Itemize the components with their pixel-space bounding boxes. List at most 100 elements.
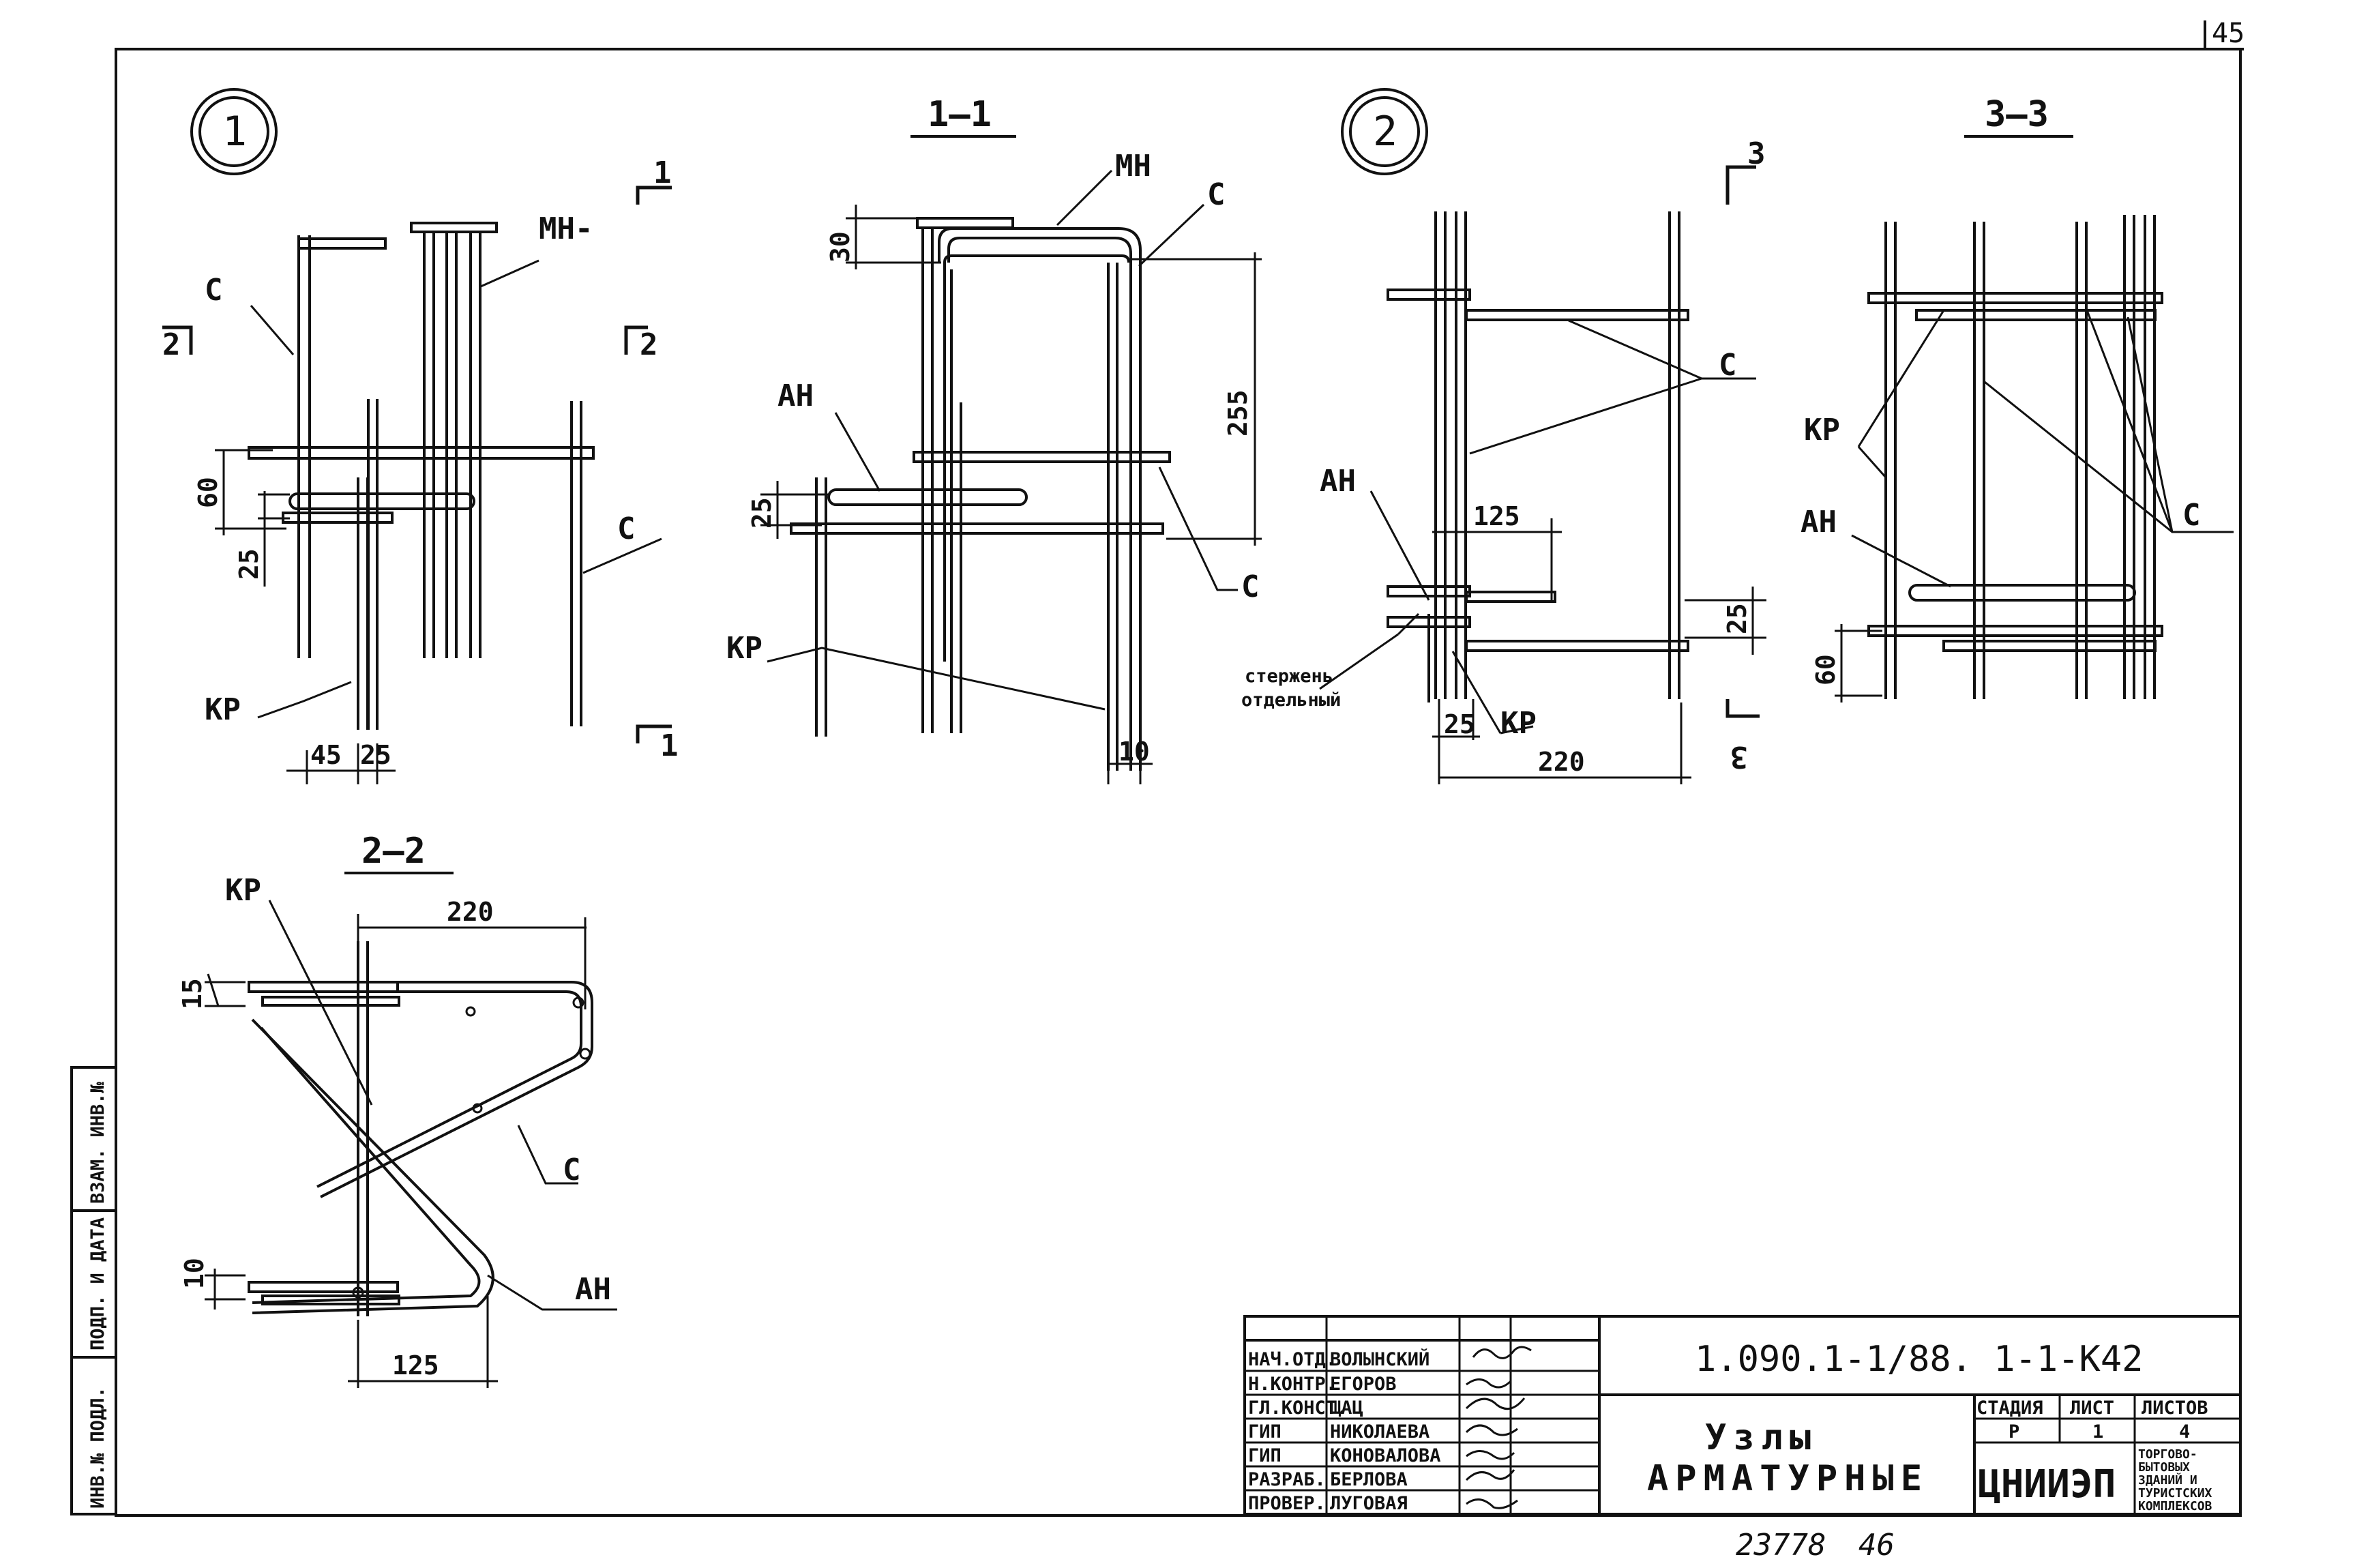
section-3-3-label-an: АН <box>1801 505 1837 539</box>
section-1-1-label-s-top: С <box>1207 177 1226 212</box>
section-3-3-label-s: С <box>2182 498 2201 533</box>
side-stamp <box>70 1066 117 1515</box>
section-2-2-bars <box>248 941 593 1316</box>
node-2-label-an: АН <box>1320 464 1356 499</box>
archive-suffix: 46 <box>1858 1528 1895 1563</box>
org-name-2: ЗДАНИЙ И <box>2138 1473 2197 1488</box>
org-logo: ЦНИИЭП <box>1978 1462 2116 1507</box>
section-1-1-dim-30: 30 <box>825 231 855 263</box>
section-2-2-dim-15: 15 <box>177 978 207 1009</box>
section-1-1-dim-255: 255 <box>1223 389 1253 437</box>
drawing-title-line-2: АРМАТУРНЫЕ <box>1647 1458 1929 1499</box>
tb-role-2: ГЛ.КОНСТ. <box>1248 1397 1348 1419</box>
section-1-1-dim-25: 25 <box>747 497 777 529</box>
tb-role-4: ГИП <box>1248 1445 1282 1466</box>
section-2-2-label-kr: КР <box>225 873 261 908</box>
node-2-dim-220: 220 <box>1538 747 1585 777</box>
node-1-cut-a: 1 <box>653 156 672 190</box>
sheets-value: 4 <box>2179 1421 2190 1443</box>
sheets-header: ЛИСТОВ <box>2142 1397 2208 1419</box>
tb-name-0: ВОЛЫНСКИЙ <box>1330 1348 1430 1370</box>
section-1-1-label-s-mid: С <box>1241 569 1260 604</box>
tb-role-3: ГИП <box>1248 1421 1282 1443</box>
node-1: 1 <box>162 88 679 784</box>
node-2-label-rod-2: отдельный <box>1241 690 1341 711</box>
side-stamp-replace: ВЗАМ. ИНВ.№ <box>87 1081 108 1204</box>
section-3-3-dimensions <box>1835 310 2234 702</box>
page-number: 45 <box>2212 18 2245 49</box>
side-stamp-signature: ПОДП. И ДАТА <box>87 1217 108 1350</box>
side-stamp-inventory: ИНВ.№ ПОДЛ. <box>87 1387 108 1509</box>
section-2-2-title: 2–2 <box>361 831 426 872</box>
tb-name-1: ЕГОРОВ <box>1330 1374 1397 1395</box>
sheet-frame <box>115 20 2244 1517</box>
node-1-dimensions <box>215 259 662 784</box>
tb-role-1: Н.КОНТР. <box>1248 1374 1337 1395</box>
org-name-0: ТОРГОВО- <box>2138 1447 2197 1462</box>
section-1-1-label-kr: КР <box>726 631 762 666</box>
section-1-1-title: 1–1 <box>928 94 992 135</box>
node-2-circle <box>1341 88 1428 175</box>
node-2-label-s: С <box>1719 348 1737 383</box>
node-2-cut-marks <box>1725 165 1760 718</box>
section-3-3-title: 3–3 <box>1985 94 2049 135</box>
drawing-title-line-1: Узлы <box>1705 1417 1818 1458</box>
node-1-cut-b: 1 <box>660 728 679 763</box>
node-1-cut-c: 2 <box>162 327 181 362</box>
section-2-2-dim-220: 220 <box>447 897 494 927</box>
section-2-2-dimensions <box>205 900 617 1388</box>
node-2-label-kr: КР <box>1500 706 1537 741</box>
node-2-dim-25b: 25 <box>1722 603 1752 634</box>
tb-name-4: КОНОВАЛОВА <box>1330 1445 1441 1466</box>
node-2-cut-top: 3 <box>1747 136 1766 171</box>
stage-value: Р <box>2009 1421 2019 1443</box>
tb-role-6: ПРОВЕР. <box>1248 1493 1326 1514</box>
section-1-1-dimensions <box>760 169 1262 784</box>
section-2-2-label-s: С <box>563 1153 581 1187</box>
tb-name-2: ЩАЦ <box>1330 1397 1363 1419</box>
node-1-dim-45: 45 <box>310 740 342 770</box>
node-1-label-kr: КР <box>205 692 241 727</box>
node-1-label-mn: МН- <box>539 211 593 246</box>
node-2-circle-label: 2 <box>1373 108 1397 156</box>
tb-role-0: НАЧ.ОТД. <box>1248 1349 1337 1370</box>
title-block-grid <box>1243 1315 2242 1515</box>
node-2-cut-bottom: 3 <box>1730 739 1749 774</box>
node-1-dim-25b: 25 <box>360 740 391 770</box>
stage-header: СТАДИЯ <box>1976 1397 2043 1419</box>
node-2-label-rod-1: стержень <box>1245 666 1333 687</box>
org-name-3: ТУРИСТСКИХ <box>2138 1486 2212 1500</box>
node-1-circle <box>190 88 278 175</box>
node-2-dim-25: 25 <box>1444 709 1475 739</box>
node-1-circle-label: 1 <box>222 108 247 156</box>
node-1-cut-marks <box>162 186 672 743</box>
node-2-dimensions <box>1319 319 1766 784</box>
section-2-2-bar-dots <box>352 996 591 1299</box>
section-1-1: 1–1 <box>726 94 1262 784</box>
section-1-1-label-an: АН <box>777 379 814 413</box>
node-2-dim-125: 125 <box>1473 501 1520 531</box>
title-block: НАЧ.ОТД. ВОЛЫНСКИЙ Н.КОНТР. ЕГОРОВ ГЛ.КО… <box>1243 1315 2242 1515</box>
section-2-2-label-an: АН <box>575 1272 611 1307</box>
node-1-cut-d: 2 <box>640 327 658 362</box>
section-3-3-bars <box>1867 215 2163 699</box>
tb-name-6: ЛУГОВАЯ <box>1330 1493 1408 1514</box>
node-1-bars <box>248 222 595 730</box>
document-code: 1.090.1-1/88. 1-1-К42 <box>1695 1339 2143 1380</box>
org-name-4: КОМПЛЕКСОВ <box>2138 1499 2212 1513</box>
node-1-dim-25: 25 <box>234 548 264 580</box>
section-2-2-dim-10: 10 <box>179 1258 209 1289</box>
node-1-label-s-top: С <box>205 273 223 308</box>
archive-number: 23778 <box>1736 1528 1826 1563</box>
section-1-1-label-mn: МН <box>1115 149 1151 183</box>
tb-role-5: РАЗРАБ. <box>1248 1469 1326 1490</box>
node-2: 2 <box>1241 88 1766 784</box>
signatures <box>1465 1346 1532 1509</box>
node-1-dim-60: 60 <box>193 477 223 508</box>
section-2-2: 2–2 <box>177 831 617 1388</box>
node-2-bars <box>1387 211 1689 702</box>
tb-name-5: БЕРЛОВА <box>1330 1469 1408 1490</box>
org-name-1: БЫТОВЫХ <box>2138 1460 2190 1475</box>
section-1-1-bars <box>790 217 1171 771</box>
